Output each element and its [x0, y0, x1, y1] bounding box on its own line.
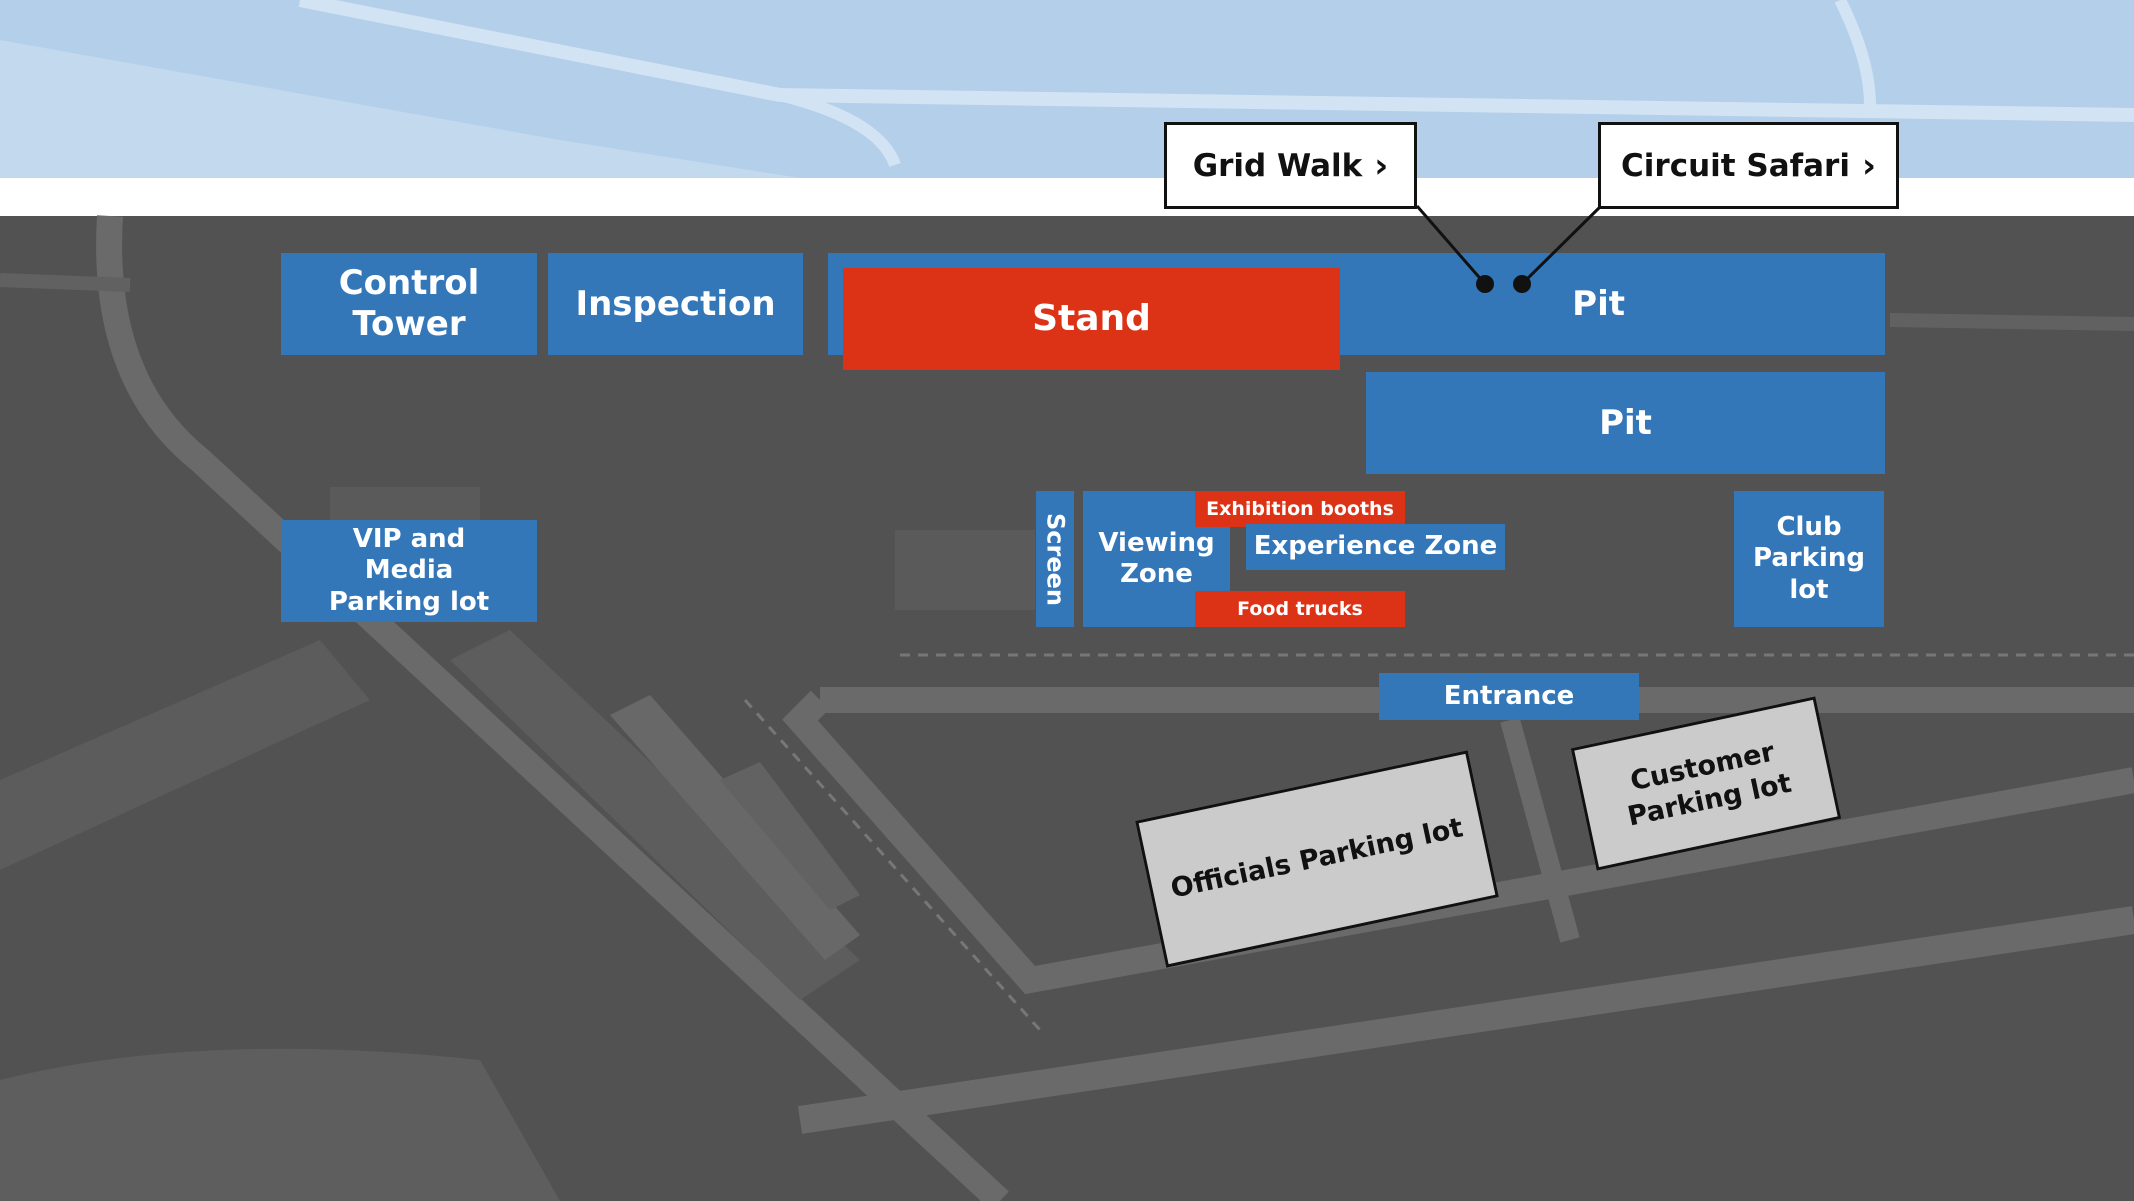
water-shallows — [0, 40, 800, 178]
pit-upper-label: Pit — [1572, 283, 1625, 324]
pit-zone-lower: Pit — [1366, 372, 1885, 474]
main-road-south — [797, 906, 2134, 1134]
club-parking-zone: Club Parking lot — [1734, 491, 1884, 627]
building-long — [450, 630, 860, 1000]
field-patch — [0, 640, 370, 870]
entrance-road — [1500, 717, 1580, 943]
grid-walk-label: Grid Walk — [1192, 147, 1363, 184]
building-small — [720, 762, 860, 910]
side-road — [0, 273, 131, 292]
exhibition-booths-zone: Exhibition booths — [1195, 491, 1405, 527]
parking-loop-road — [782, 690, 2134, 995]
stand-zone: Stand — [843, 268, 1340, 370]
vip-media-parking-zone: VIP and Media Parking lot — [281, 520, 537, 622]
field-patch-south — [0, 1048, 560, 1201]
side-road-east — [1889, 313, 2134, 331]
circuit-safari-label: Circuit Safari — [1621, 147, 1850, 184]
chevron-right-icon: › — [1374, 145, 1389, 186]
chevron-right-icon: › — [1861, 145, 1876, 186]
circuit-safari-button[interactable]: Circuit Safari › — [1598, 122, 1899, 209]
building-block — [895, 530, 1035, 610]
pier-road — [1834, 0, 1876, 106]
experience-zone: Experience Zone — [1246, 524, 1505, 570]
entrance-zone: Entrance — [1379, 673, 1639, 720]
screen-zone: Screen — [1036, 491, 1074, 627]
inspection-zone: Inspection — [548, 253, 803, 355]
grid-walk-button[interactable]: Grid Walk › — [1164, 122, 1417, 209]
control-tower-zone: Control Tower — [281, 253, 537, 355]
harbor-road — [778, 89, 901, 168]
building-thin — [610, 695, 860, 960]
food-trucks-zone: Food trucks — [1195, 591, 1405, 627]
access-road-west — [96, 215, 1009, 1201]
building-strip — [330, 487, 480, 522]
fence-line-diagonal — [743, 699, 1042, 1031]
